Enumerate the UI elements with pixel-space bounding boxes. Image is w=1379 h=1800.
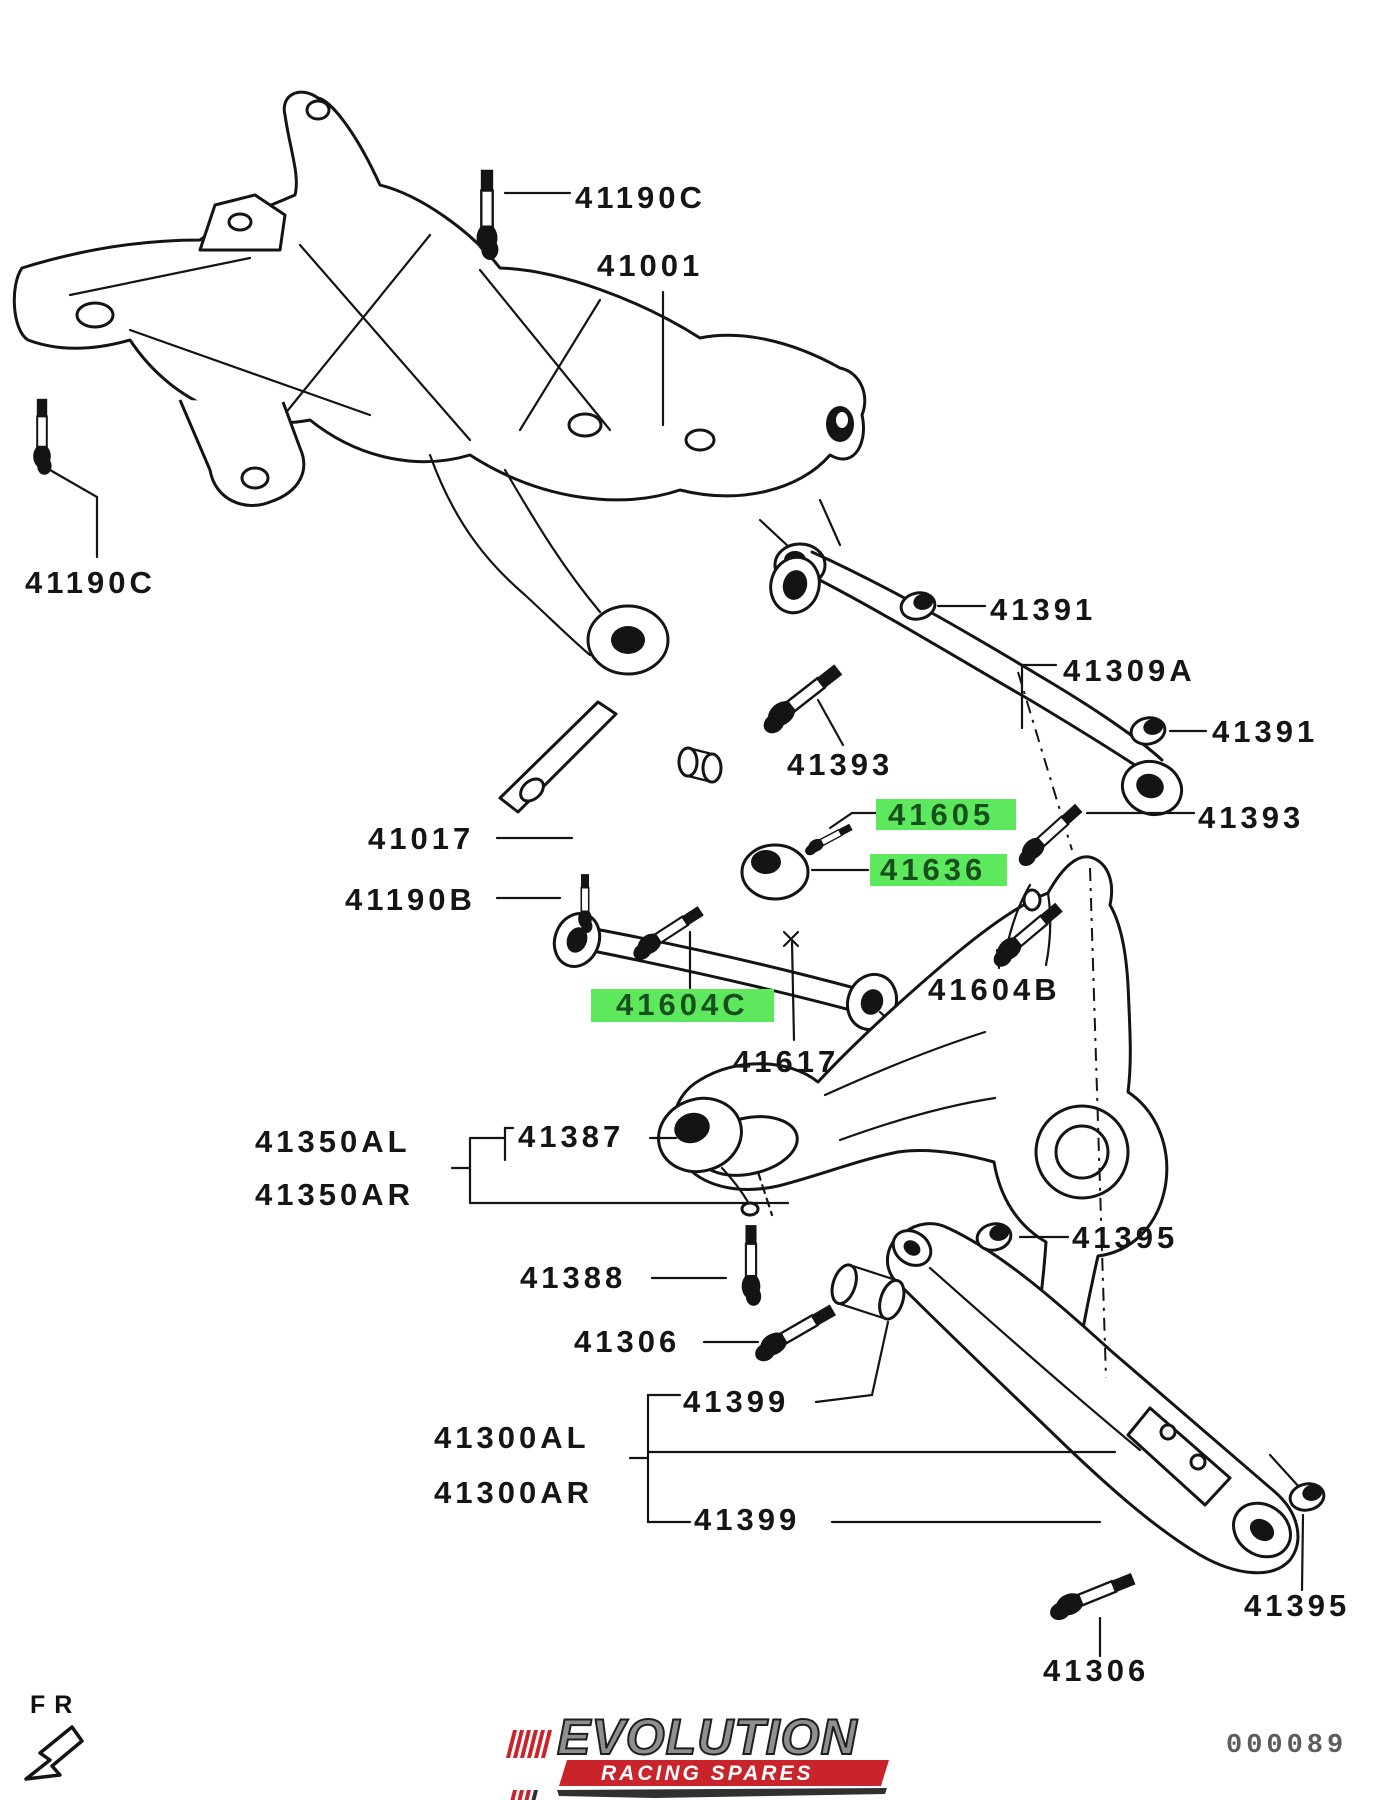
part-label-41388: 41388 [520,1260,626,1295]
part-label-41001: 41001 [597,248,703,283]
bolt-41388-icon [740,1224,763,1307]
part-label-41395-upper: 41395 [1072,1220,1178,1255]
part-label-41395-lower: 41395 [1244,1588,1350,1623]
part-label-41399-upper: 41399 [683,1384,789,1419]
part-label-41617: 41617 [733,1044,839,1079]
logo-stripes-bottom-icon [509,1790,538,1800]
nut-41395-lower-icon [1286,1479,1328,1515]
part-label-41017: 41017 [368,821,474,856]
washer-41636-art [740,843,810,901]
lower-arm-41300-art [885,1222,1300,1575]
stay-41017-art [498,700,618,814]
part-label-41306-lower: 41306 [1043,1653,1149,1688]
trailing-arm-knuckle-art [671,855,1169,1405]
part-label-41391-right: 41391 [1212,714,1318,749]
part-label-41306-upper: 41306 [574,1324,680,1359]
part-label-41300ar: 41300AR [434,1475,593,1510]
axis-line-41387 [756,1170,774,1217]
subframe-crossmember-art [12,90,867,784]
bolt-41190c-top-icon [475,168,500,262]
logo-tagline-text: RACING SPARES [601,1762,813,1785]
leader-lines [48,191,1305,1658]
diagram-code: 000089 [1226,1731,1347,1761]
part-label-41309a: 41309A [1063,653,1196,688]
logo-brand-text: EVOLUTION [557,1709,858,1765]
bolt-41605-icon [801,820,855,858]
part-label-41350al: 41350AL [255,1124,411,1159]
bushing-41387-art [657,1096,760,1217]
bushing-41399-art [830,1263,906,1321]
part-label-41393-left: 41393 [787,747,893,782]
nut-41391-right-icon [1127,713,1169,749]
highlight-41605 [876,799,1016,830]
part-label-41190c-top: 41190C [575,180,706,215]
bolt-41604c-icon [626,901,708,965]
fr-arrow-icon [24,1725,84,1781]
part-label-41636: 41636 [880,852,986,887]
bolt-41306-upper-icon [748,1299,840,1367]
part-label-41605: 41605 [888,797,994,832]
fr-indicator: FR [24,1691,84,1781]
part-label-41190c-left: 41190C [25,565,156,600]
part-label-41391-upper: 41391 [990,592,1096,627]
logo-swoosh-icon [557,1788,887,1798]
bolt-41190c-left-icon [32,397,53,476]
evolution-logo: EVOLUTION RACING SPARES [506,1708,889,1800]
bolt-41190b-icon [577,873,594,934]
part-label-41190b: 41190B [345,882,476,917]
part-label-41604b: 41604B [928,972,1061,1007]
part-label-41393-right: 41393 [1198,800,1304,835]
logo-stripes-icon [506,1730,552,1758]
axis-line-rear-nut [1268,1453,1302,1490]
bolt-41306-lower-icon [1044,1567,1139,1625]
fr-label: FR [30,1691,81,1719]
part-label-41350ar: 41350AR [255,1177,414,1212]
axis-line-knuckle [1089,867,1107,1379]
part-label-41604c: 41604C [616,987,749,1022]
nut-41391-upper-icon [897,588,939,624]
part-label-41300al: 41300AL [434,1420,590,1455]
logo-tagline-band [559,1760,889,1786]
part-label-41399-lower: 41399 [694,1502,800,1537]
highlight-41636 [870,854,1007,886]
part-label-41387: 41387 [518,1119,624,1154]
highlight-41604c [591,989,774,1022]
